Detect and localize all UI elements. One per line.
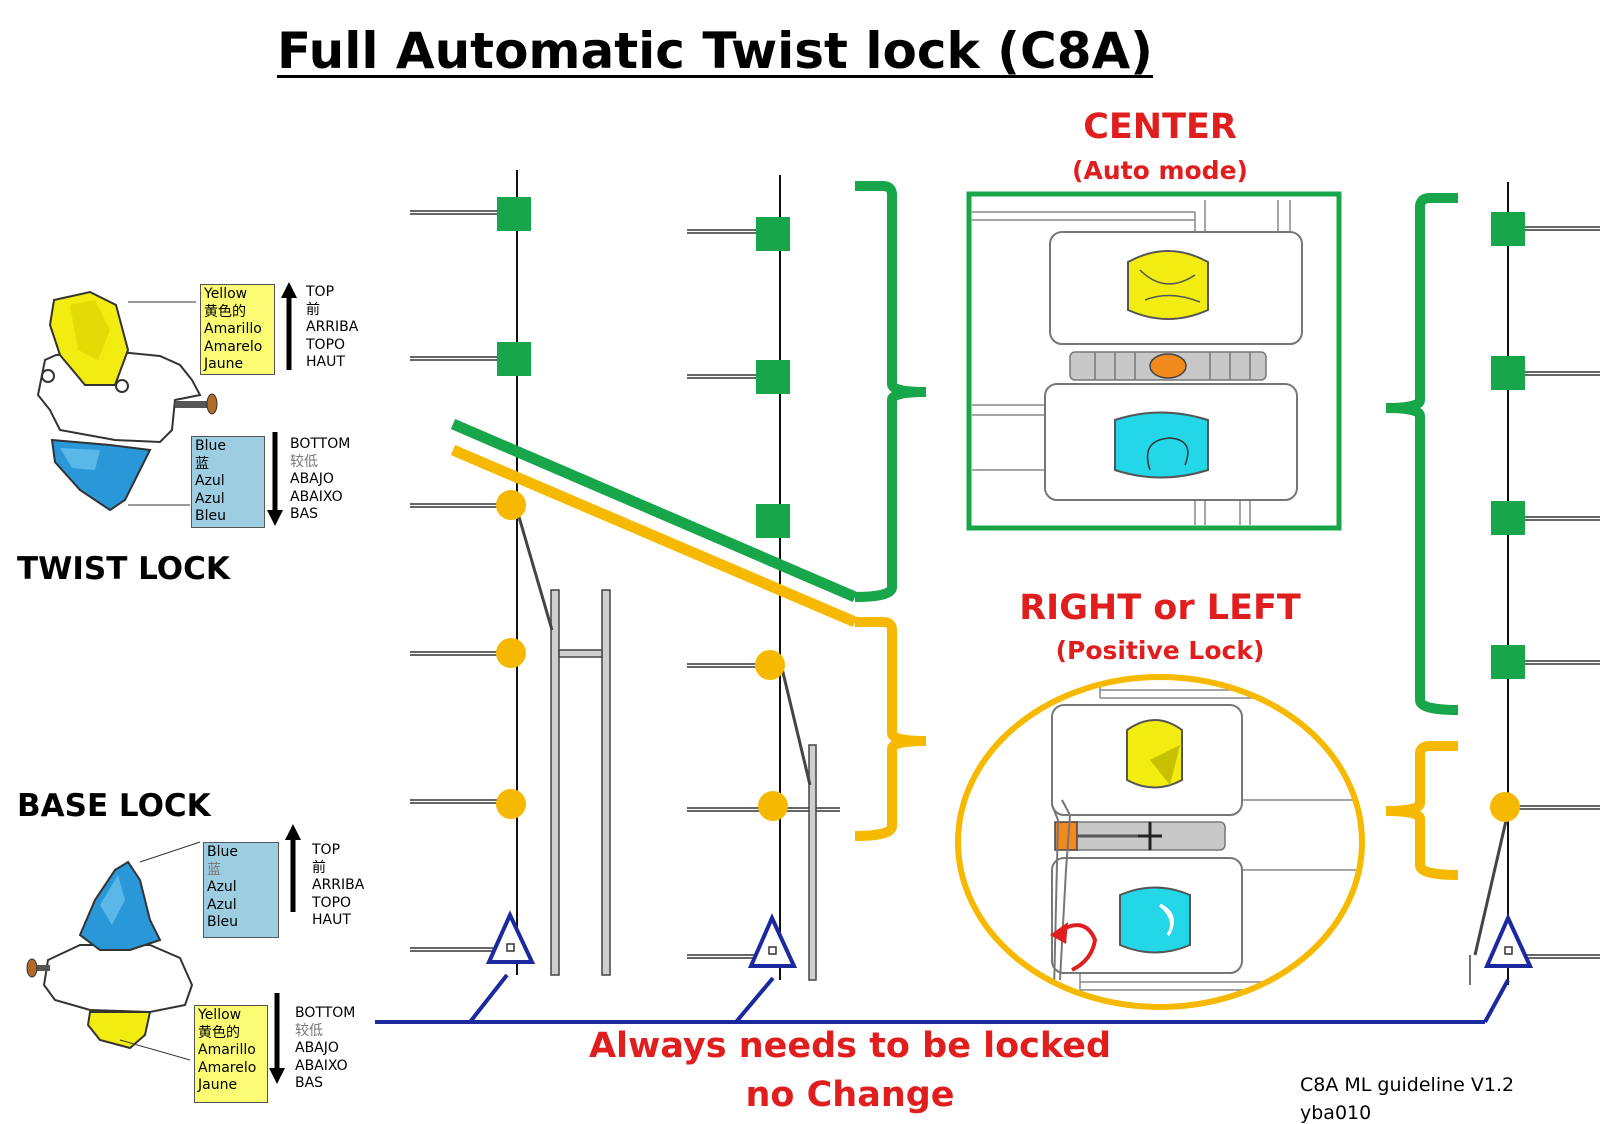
base-lock-bottom-colors: Yellow 黄色的 Amarillo Amarelo Jaune	[194, 1005, 268, 1103]
footer-doc-id: yba010	[1300, 1102, 1372, 1124]
direction-label: ABAJO	[290, 471, 334, 487]
base-lock-top-directions: TOP 前 ARRIBA TOPO HAUT	[312, 842, 364, 930]
direction-label: HAUT	[306, 354, 345, 370]
yellow-markers-column-1	[496, 490, 526, 819]
right-left-subheading: (Positive Lock)	[1055, 636, 1265, 665]
base-lock-illustration	[26, 841, 201, 1061]
green-markers-column-3	[1491, 212, 1525, 679]
base-lock-arrows	[269, 824, 301, 1084]
green-bracket-right	[1385, 193, 1459, 715]
color-name: Yellow	[204, 286, 248, 302]
color-name: Bleu	[195, 508, 226, 524]
yellow-marker-column-3	[1490, 792, 1520, 822]
color-name: Yellow	[198, 1007, 242, 1023]
color-name: Azul	[207, 879, 237, 895]
direction-label: TOP	[312, 842, 341, 858]
color-name: Amarelo	[198, 1059, 257, 1076]
diagonal-code-lines	[450, 418, 858, 628]
twist-lock-illustration	[36, 290, 218, 512]
green-markers-column-2	[756, 217, 790, 538]
twist-lock-bottom-directions: BOTTOM 较低 ABAJO ABAIXO BAS	[290, 436, 350, 524]
color-name: Azul	[195, 490, 225, 507]
direction-label: 较低	[295, 1022, 323, 1039]
color-name: Blue	[207, 844, 238, 860]
direction-label: TOPO	[312, 894, 352, 911]
direction-label: BOTTOM	[290, 436, 351, 452]
direction-label: TOP	[306, 284, 335, 300]
base-lock-label: BASE LOCK	[17, 788, 211, 824]
always-locked-markers	[375, 910, 1534, 1024]
green-bracket-middle	[854, 181, 927, 602]
page-title: Full Automatic Twist lock (C8A)	[276, 22, 1154, 80]
color-name: 蓝	[195, 455, 209, 472]
color-name: Bleu	[207, 914, 238, 930]
center-subheading: (Auto mode)	[1072, 156, 1248, 185]
direction-label: 较低	[290, 453, 318, 470]
color-name: Amarillo	[204, 321, 262, 337]
color-name: Azul	[207, 896, 237, 913]
direction-label: BAS	[290, 506, 319, 522]
twist-lock-bottom-colors: Blue 蓝 Azul Azul Bleu	[191, 436, 265, 528]
green-markers-column-1	[497, 197, 531, 376]
direction-label: ARRIBA	[306, 319, 359, 335]
twist-lock-top-colors: Yellow 黄色的 Amarillo Amarelo Jaune	[200, 284, 275, 375]
direction-label: 前	[306, 301, 320, 318]
direction-label: ABAJO	[295, 1040, 339, 1056]
twist-lock-label: TWIST LOCK	[17, 551, 230, 587]
twist-lock-arrows	[267, 282, 297, 526]
always-locked-line2: no Change	[745, 1075, 955, 1115]
base-lock-bottom-directions: BOTTOM 较低 ABAJO ABAIXO BAS	[295, 1005, 355, 1093]
direction-label: BOTTOM	[295, 1005, 356, 1021]
color-name: Jaune	[198, 1077, 238, 1093]
color-name: Jaune	[204, 356, 244, 372]
color-name: 黄色的	[198, 1024, 240, 1041]
footer-guideline: C8A ML guideline V1.2	[1300, 1074, 1515, 1096]
direction-label: ABAIXO	[290, 488, 343, 505]
direction-label: ABAIXO	[295, 1057, 348, 1074]
always-locked-line1: Always needs to be locked	[588, 1026, 1112, 1066]
base-lock-top-colors: Blue 蓝 Azul Azul Bleu	[203, 842, 279, 938]
color-name: 黄色的	[204, 303, 246, 320]
right-left-heading: RIGHT or LEFT	[1019, 588, 1301, 628]
yellow-markers-column-2	[755, 650, 788, 821]
color-name: Amarelo	[204, 338, 263, 355]
center-heading: CENTER	[1083, 107, 1237, 147]
color-name: Azul	[195, 473, 225, 489]
color-name: Amarillo	[198, 1042, 256, 1058]
yellow-bracket-middle	[854, 617, 927, 841]
direction-label: BAS	[295, 1075, 324, 1091]
center-mode-detail	[966, 191, 1342, 531]
yellow-bracket-right	[1385, 741, 1459, 880]
twist-lock-top-directions: TOP 前 ARRIBA TOPO HAUT	[306, 284, 358, 372]
direction-label: HAUT	[312, 912, 351, 928]
color-name: Blue	[195, 438, 226, 454]
direction-label: ARRIBA	[312, 877, 364, 893]
direction-label: TOPO	[306, 336, 346, 353]
direction-label: 前	[312, 859, 326, 876]
color-name: 蓝	[207, 861, 221, 878]
